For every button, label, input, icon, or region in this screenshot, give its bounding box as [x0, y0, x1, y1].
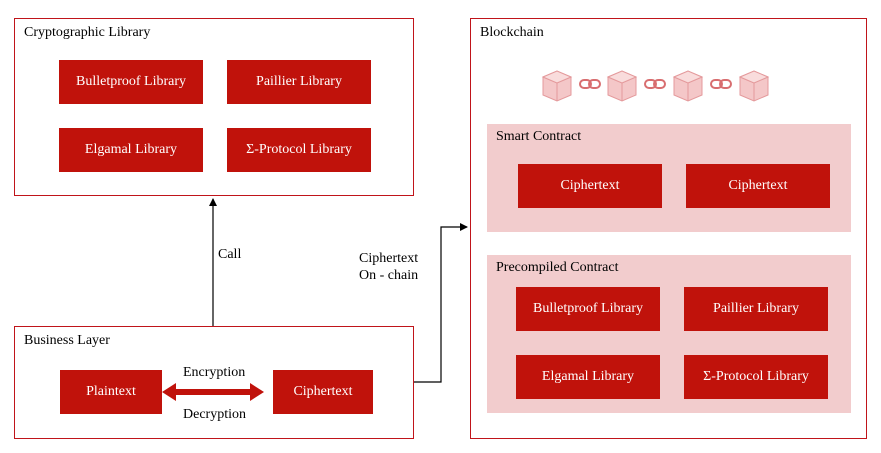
- link-icon: [644, 79, 666, 89]
- business-layer-title: Business Layer: [24, 333, 110, 348]
- smart-contract-ciphertext-box: Ciphertext: [518, 164, 662, 208]
- block-icon: [541, 70, 573, 102]
- ciphertext-onchain-label-line2: On - chain: [359, 268, 419, 283]
- plaintext-box: Plaintext: [60, 370, 162, 414]
- call-label: Call: [218, 247, 242, 262]
- business-layer-panel: Business Layer Plaintext Ciphertext Encr…: [14, 326, 414, 439]
- precompiled-contract-panel: Precompiled Contract Bulletproof Library…: [487, 255, 851, 413]
- sigma-protocol-library-box: Σ-Protocol Library: [227, 128, 371, 172]
- cryptographic-library-panel: Cryptographic Library Bulletproof Librar…: [14, 18, 414, 196]
- link-icon: [710, 79, 732, 89]
- encryption-label: Encryption: [183, 365, 246, 380]
- paillier-library-box: Paillier Library: [227, 60, 371, 104]
- link-icon: [579, 79, 601, 89]
- precompiled-bulletproof-library-box: Bulletproof Library: [516, 287, 660, 331]
- blockchain-panel: Blockchain: [470, 18, 867, 439]
- onchain-arrow: [414, 223, 468, 383]
- decryption-label: Decryption: [183, 407, 246, 422]
- smart-contract-title: Smart Contract: [496, 129, 582, 144]
- blockchain-title: Blockchain: [480, 25, 544, 40]
- precompiled-sigma-protocol-library-box: Σ-Protocol Library: [684, 355, 828, 399]
- blockchain-chain: [539, 67, 779, 107]
- elgamal-library-box: Elgamal Library: [59, 128, 203, 172]
- smart-contract-ciphertext-box: Ciphertext: [686, 164, 830, 208]
- smart-contract-panel: Smart Contract Ciphertext Ciphertext: [487, 124, 851, 232]
- precompiled-paillier-library-box: Paillier Library: [684, 287, 828, 331]
- cryptographic-library-title: Cryptographic Library: [24, 25, 151, 40]
- ciphertext-box: Ciphertext: [273, 370, 373, 414]
- block-icon: [606, 70, 638, 102]
- block-icon: [738, 70, 770, 102]
- bulletproof-library-box: Bulletproof Library: [59, 60, 203, 104]
- ciphertext-onchain-label-line1: Ciphertext: [359, 251, 419, 266]
- precompiled-elgamal-library-box: Elgamal Library: [516, 355, 660, 399]
- precompiled-contract-title: Precompiled Contract: [496, 260, 619, 275]
- block-icon: [672, 70, 704, 102]
